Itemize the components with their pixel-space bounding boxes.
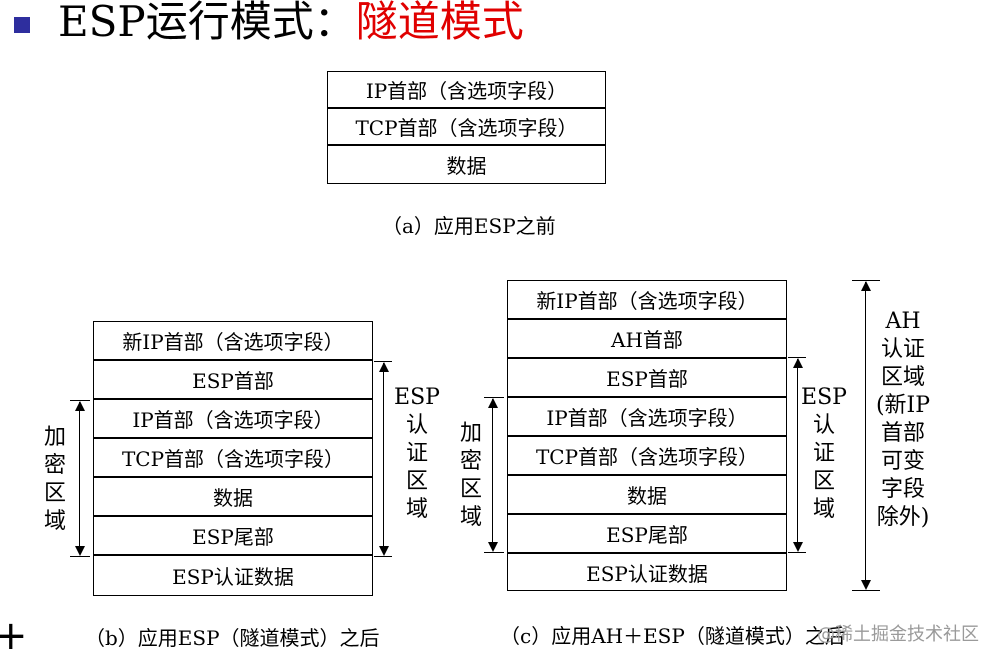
- diagram-b-row: 新IP首部（含选项字段）: [94, 322, 372, 361]
- diagram-c-encrypt-arrow-down: [488, 542, 498, 552]
- diagram-a-row: 数据: [446, 153, 487, 178]
- diagram-c-row: ESP首部: [508, 359, 786, 398]
- diagram-a-stack: IP首部（含选项字段） TCP首部（含选项字段） 数据: [327, 71, 606, 184]
- diagram-b-auth-arrow-up: [379, 362, 389, 372]
- diagram-c-encrypt-bottom-tick: [484, 552, 504, 553]
- diagram-b-row: TCP首部（含选项字段）: [94, 439, 372, 478]
- diagram-c-row: 数据: [508, 476, 786, 515]
- diagram-b-encrypt-label: 加 密 区 域: [43, 425, 66, 534]
- diagram-c-esp-auth-arrow-down: [793, 542, 803, 552]
- diagram-c-row: ESP认证数据: [586, 561, 708, 586]
- diagram-c-esp-auth-top-tick: [788, 357, 806, 358]
- watermark: @稀土掘金技术社区: [817, 624, 979, 645]
- diagram-b-row: ESP尾部: [94, 517, 372, 556]
- diagram-c-row: 新IP首部（含选项字段）: [508, 281, 786, 320]
- diagram-a-row: IP首部（含选项字段）: [328, 72, 605, 109]
- diagram-c-caption: （c）应用AH＋ESP（隧道模式）之后: [500, 624, 845, 648]
- corner-plus-glyph: +: [0, 613, 28, 659]
- diagram-c-encrypt-label: 加 密 区 域: [459, 421, 482, 530]
- diagram-b-row: IP首部（含选项字段）: [94, 400, 372, 439]
- diagram-c-stack: 新IP首部（含选项字段） AH首部 ESP首部 IP首部（含选项字段） TCP首…: [507, 280, 787, 591]
- diagram-c-esp-auth-bottom-tick: [788, 552, 806, 553]
- page-title: ESP运行模式：隧道模式: [58, 0, 524, 48]
- diagram-b-encrypt-line: [79, 402, 80, 554]
- diagram-b-encrypt-top-tick: [70, 400, 90, 401]
- diagram-c-row: ESP尾部: [508, 515, 786, 554]
- diagram-c-ah-auth-arrow-down: [861, 580, 871, 590]
- diagram-b-encrypt-arrow-down: [75, 546, 85, 556]
- diagram-b-row: ESP首部: [94, 361, 372, 400]
- diagram-c-esp-auth-label: ESP 认 证 区 域: [801, 385, 847, 522]
- diagram-c-ah-auth-arrow-up: [861, 281, 871, 291]
- diagram-b-auth-line: [383, 363, 384, 554]
- title-mode: 隧道模式: [355, 0, 524, 46]
- diagram-c-esp-auth-line: [797, 359, 798, 550]
- diagram-b-encrypt-arrow-up: [75, 401, 85, 411]
- diagram-b-auth-bottom-tick: [374, 556, 392, 557]
- diagram-b-encrypt-bottom-tick: [70, 556, 90, 557]
- diagram-b-auth-label: ESP 认 证 区 域: [394, 385, 440, 522]
- diagram-b-row: ESP认证数据: [172, 564, 294, 589]
- diagram-c-ah-auth-label: AH 认证 区域 (新IP 首部 可变 字段 除外): [875, 309, 931, 530]
- title-prefix: ESP运行模式：: [58, 0, 356, 46]
- diagram-c-row: TCP首部（含选项字段）: [508, 437, 786, 476]
- diagram-a-row: TCP首部（含选项字段）: [328, 109, 605, 146]
- diagram-b-auth-top-tick: [374, 361, 392, 362]
- diagram-c-ah-auth-top-tick: [852, 280, 880, 281]
- diagram-c-encrypt-line: [492, 399, 493, 550]
- diagram-c-row: IP首部（含选项字段）: [508, 398, 786, 437]
- diagram-c-row: AH首部: [508, 320, 786, 359]
- diagram-c-ah-auth-line: [865, 282, 866, 588]
- diagram-b-stack: 新IP首部（含选项字段） ESP首部 IP首部（含选项字段） TCP首部（含选项…: [93, 321, 373, 596]
- title-bullet: [14, 17, 30, 33]
- diagram-a-caption: （a）应用ESP之前: [382, 214, 556, 238]
- diagram-b-row: 数据: [94, 478, 372, 517]
- diagram-b-auth-arrow-down: [379, 546, 389, 556]
- diagram-c-ah-auth-bottom-tick: [852, 590, 880, 591]
- diagram-c-esp-auth-arrow-up: [793, 358, 803, 368]
- diagram-c-encrypt-top-tick: [484, 397, 504, 398]
- diagram-b-caption: （b）应用ESP（隧道模式）之后: [85, 626, 380, 650]
- diagram-c-encrypt-arrow-up: [488, 398, 498, 408]
